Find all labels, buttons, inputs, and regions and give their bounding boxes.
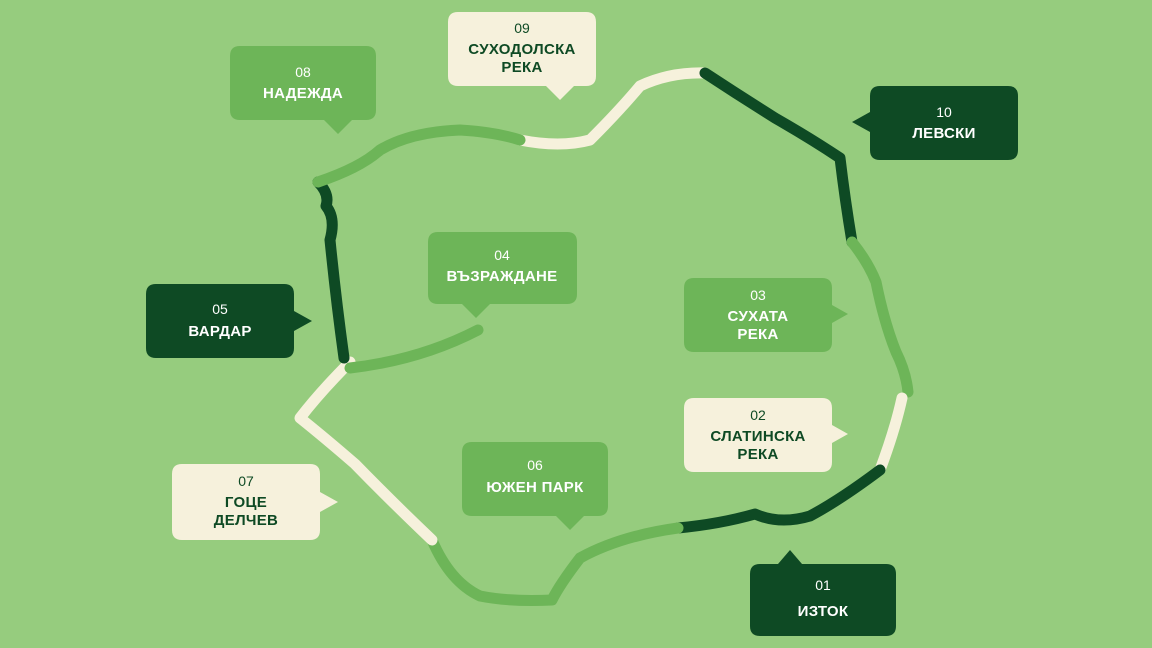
- district-name: ГОЦЕ: [225, 494, 267, 511]
- label-bubble: [448, 12, 596, 100]
- district-label-06[interactable]: 06 ЮЖЕН ПАРК: [462, 442, 608, 530]
- label-bubble: [684, 278, 848, 352]
- label-bubble: [852, 86, 1018, 160]
- route-segment-suhodolska-reka: [514, 67, 711, 150]
- district-name: ЛЕВСКИ: [912, 125, 975, 142]
- district-label-03[interactable]: 03 СУХАТА РЕКА: [684, 278, 848, 352]
- route-network: [294, 67, 914, 606]
- district-number: 04: [494, 247, 510, 263]
- district-name-line2: РЕКА: [737, 326, 778, 343]
- district-name-line2: РЕКА: [737, 446, 778, 463]
- label-bubble: [684, 398, 848, 472]
- district-number: 02: [750, 407, 766, 423]
- route-segment-vardar: [312, 176, 350, 364]
- district-label-02[interactable]: 02 СЛАТИНСКА РЕКА: [684, 398, 848, 472]
- label-bubble: [462, 442, 608, 530]
- route-segment-slatinska-reka: [874, 392, 908, 476]
- district-name: СЛАТИНСКА: [710, 428, 805, 445]
- label-bubble: [146, 284, 312, 358]
- route-segment-gotse-delchev: [294, 356, 438, 546]
- label-bubble: [172, 464, 338, 540]
- district-name: СУХАТА: [728, 308, 789, 325]
- district-name-line2: ДЕЛЧЕВ: [214, 512, 278, 529]
- district-name: НАДЕЖДА: [263, 85, 343, 102]
- district-name: СУХОДОЛСКА: [468, 41, 575, 58]
- label-bubble: [428, 232, 577, 318]
- district-name-line2: РЕКА: [501, 59, 542, 76]
- label-bubble: [750, 550, 896, 636]
- district-name: ИЗТОК: [798, 603, 849, 620]
- route-segment-levski: [699, 67, 858, 248]
- district-label-04[interactable]: 04 ВЪЗРАЖДАНЕ: [428, 232, 577, 318]
- district-number: 09: [514, 20, 530, 36]
- district-number: 10: [936, 104, 952, 120]
- district-number: 05: [212, 301, 228, 317]
- district-label-08[interactable]: 08 НАДЕЖДА: [230, 46, 376, 134]
- district-number: 07: [238, 473, 254, 489]
- district-label-05[interactable]: 05 ВАРДАР: [146, 284, 312, 358]
- route-segment-suhata-reka: [846, 236, 914, 398]
- district-number: 06: [527, 457, 543, 473]
- district-label-01[interactable]: 01 ИЗТОК: [750, 550, 896, 636]
- district-label-10[interactable]: 10 ЛЕВСКИ: [852, 86, 1018, 160]
- route-segment-yuzhen-park: [426, 522, 684, 606]
- district-number: 03: [750, 287, 766, 303]
- district-number: 01: [815, 577, 831, 593]
- label-bubble: [230, 46, 376, 134]
- route-segment-iztok: [672, 464, 886, 534]
- route-segment-nadezhda: [312, 124, 526, 188]
- district-label-07[interactable]: 07 ГОЦЕ ДЕЛЧЕВ: [172, 464, 338, 540]
- district-name: ЮЖЕН ПАРК: [486, 479, 584, 496]
- district-labels: 01 ИЗТОК 02 СЛАТИНСКА РЕКА 03 СУХАТА РЕК…: [146, 12, 1018, 636]
- district-label-09[interactable]: 09 СУХОДОЛСКА РЕКА: [448, 12, 596, 100]
- district-name: ВАРДАР: [188, 323, 251, 340]
- district-name: ВЪЗРАЖДАНЕ: [447, 268, 558, 285]
- district-number: 08: [295, 64, 311, 80]
- route-segment-vazrazhdane: [344, 324, 484, 374]
